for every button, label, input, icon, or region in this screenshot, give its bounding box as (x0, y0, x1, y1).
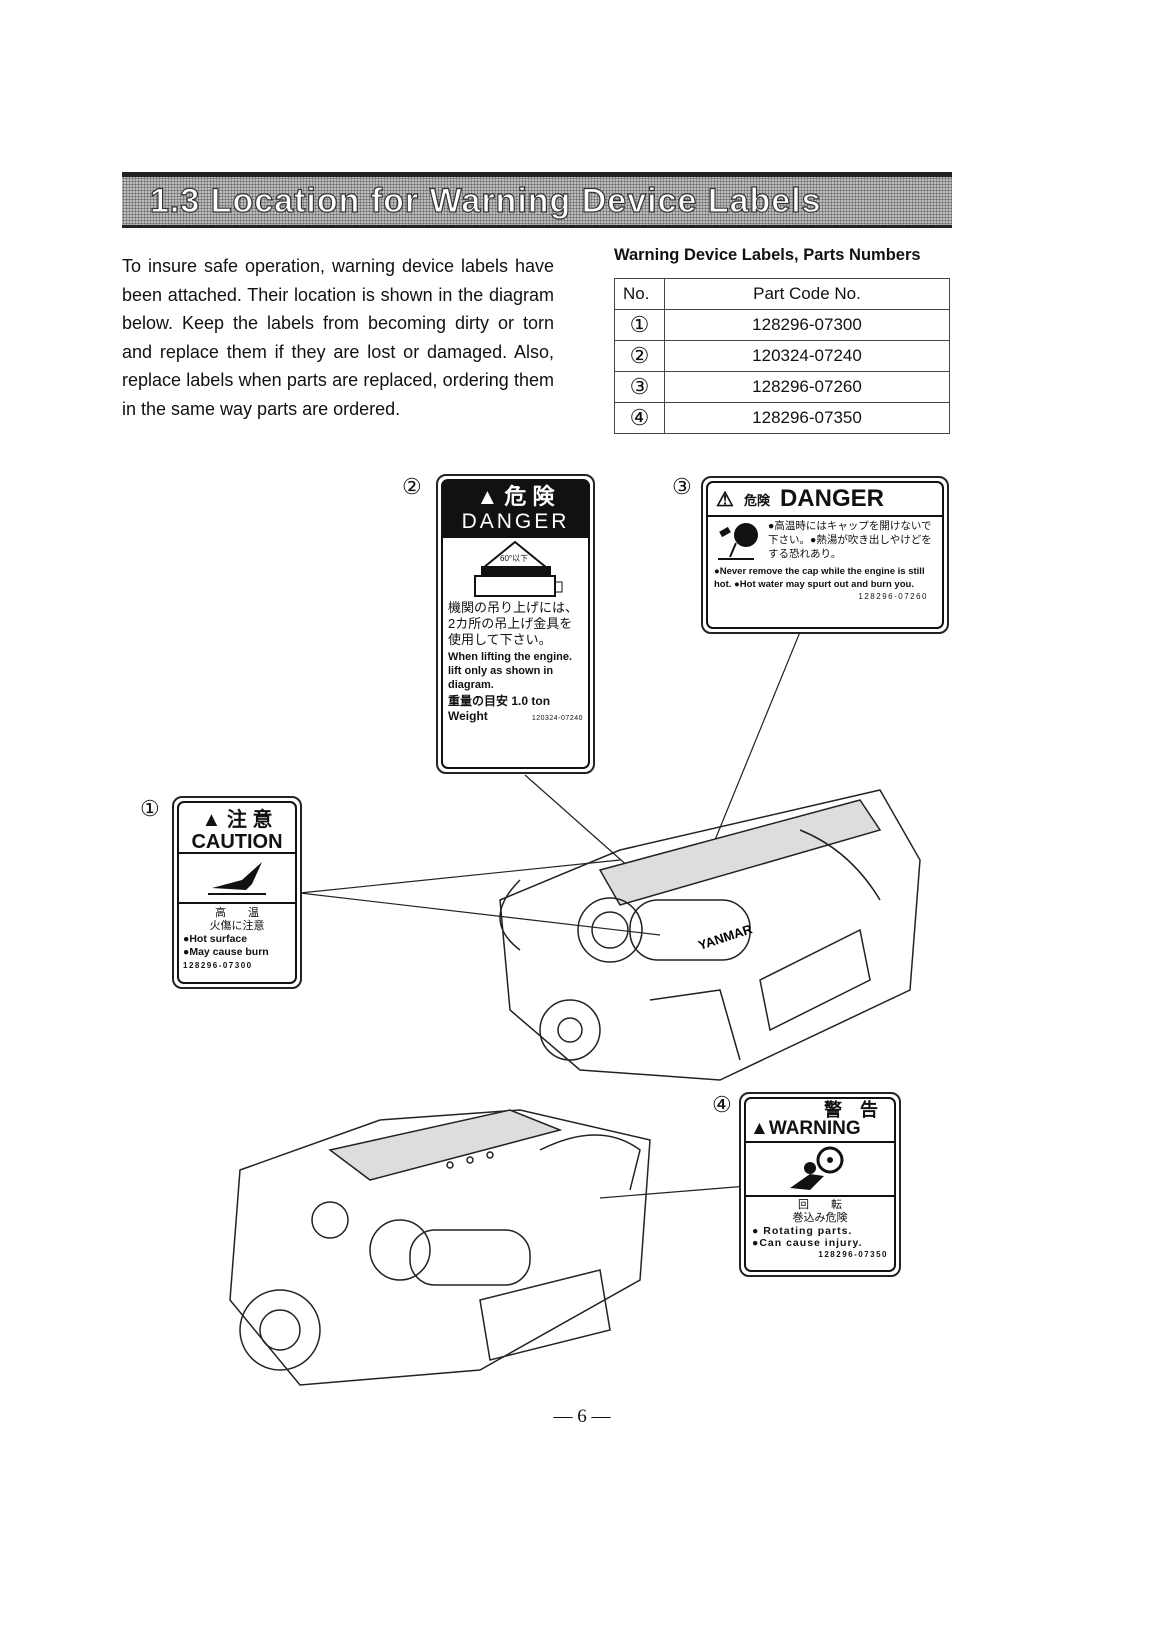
label-code: 128296-07300 (183, 961, 253, 970)
rotating-parts-icon (746, 1143, 894, 1197)
label-jp-text: 機関の吊り上げには、2カ所の吊上げ金具を使用して下さい。 (448, 600, 579, 647)
row-part-code: 128296-07350 (664, 402, 950, 434)
row-part-code: 128296-07260 (664, 371, 950, 403)
label-code: 128296-07260 (858, 592, 928, 601)
section-title: 1.3 Location for Warning Device Labels (149, 181, 822, 220)
weight-label: Weight (448, 709, 488, 723)
label-jp-text: ●高温時にはキャップを開けないで下さい。●熱湯が吹き出しやけどをする恐れあり。 (768, 520, 932, 560)
label-jp-text2: 巻込み危険 (792, 1212, 848, 1224)
label-code: 120324-07240 (531, 715, 583, 722)
header-part-code: Part Code No. (664, 278, 950, 310)
row-part-code: 120324-07240 (664, 340, 950, 372)
label-text1: ●Hot surface (183, 933, 248, 945)
engine-illustration-top (499, 789, 921, 1081)
label-jp-text2: 火傷に注意 (209, 920, 265, 932)
warning-triangle-icon: ▲ (476, 484, 499, 509)
label-text1: ● Rotating parts. (752, 1225, 853, 1237)
warning-triangle-icon: ▲ (201, 809, 222, 831)
angle-text: 60°以下 (500, 554, 529, 563)
label-jp-title: 危 険 (504, 484, 555, 509)
label-number-3: ③ (672, 474, 692, 499)
label-text: When lifting the engine. lift only as sh… (448, 651, 573, 691)
label-code: 128296-07350 (818, 1250, 888, 1259)
warning-triangle-outline-icon: ⚠ (716, 488, 734, 511)
intro-paragraph: To insure safe operation, warning device… (122, 256, 554, 419)
table-title: Warning Device Labels, Parts Numbers (614, 246, 921, 264)
label-text: ●Never remove the cap while the engine i… (714, 566, 925, 590)
label-jp-title: 危険 (743, 492, 770, 508)
row-no: ① (614, 309, 665, 341)
warning-rotating-parts-label: 警 告 ▲WARNING 回 転 巻込み危険 ● Rotating parts.… (739, 1092, 901, 1277)
label-jp-text1: 高 温 (215, 907, 259, 919)
engine-brand: YANMAR (696, 921, 754, 953)
table-header-row: No.Part Code No. (614, 278, 950, 310)
hot-cap-icon (718, 523, 758, 560)
caution-hot-surface-label: ▲ 注 意 CAUTION 高 温 火傷に注意 ●Hot surface ●Ma… (172, 796, 302, 989)
label-number-1: ① (140, 796, 160, 821)
header-no: No. (614, 278, 665, 310)
hot-surface-hand-icon (179, 854, 295, 904)
label-title: CAUTION (191, 831, 283, 853)
section-title-bar: 1.3 Location for Warning Device Labels (122, 172, 952, 228)
leader-lines (299, 631, 801, 1199)
label-number-4: ④ (712, 1092, 732, 1117)
label-title: DANGER (779, 485, 884, 512)
label-title: WARNING (768, 1118, 861, 1139)
label-jp-title: 注 意 (226, 809, 273, 831)
label-jp-text1: 回 転 (798, 1199, 842, 1211)
label-number-2: ② (402, 474, 422, 499)
label-text2: ●May cause burn (183, 946, 269, 958)
warning-triangle-icon: ▲ (750, 1118, 769, 1139)
label-text2: ●Can cause injury. (752, 1237, 863, 1249)
page-number: — 6 — (553, 1406, 611, 1427)
label-title: DANGER (461, 510, 570, 533)
weight-jp: 重量の目安 (448, 694, 509, 708)
danger-lifting-label: ▲ 危 険 DANGER 60°以下 機関の吊り上げには、2カ所の吊上げ金具を使… (436, 474, 595, 774)
danger-hot-cap-label: ⚠ 危険 DANGER ●高温時にはキャップを開けないで下さい。●熱湯が吹き出し… (701, 476, 949, 634)
engine-lifting-icon: 60°以下 (443, 538, 588, 600)
label-jp-title: 警 告 (824, 1100, 878, 1120)
weight-value: 1.0 ton (511, 694, 551, 708)
row-part-code: 128296-07300 (664, 309, 950, 341)
engine-illustration-bottom (229, 1109, 651, 1386)
